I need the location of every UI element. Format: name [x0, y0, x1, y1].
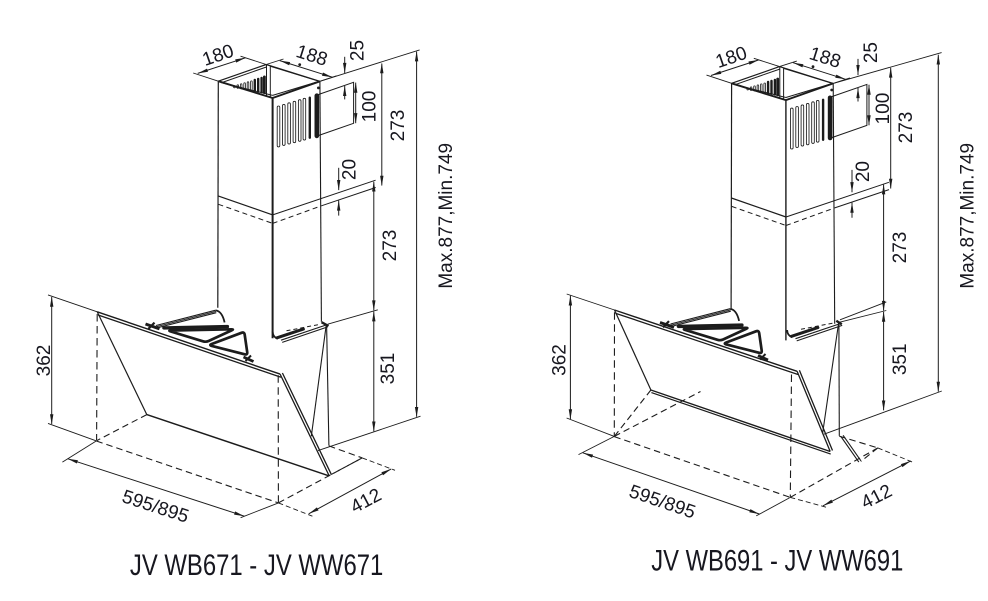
svg-text:100: 100: [873, 93, 894, 125]
svg-text:273: 273: [380, 230, 401, 262]
svg-text:351: 351: [378, 353, 399, 385]
svg-text:25: 25: [348, 40, 369, 61]
svg-text:25: 25: [861, 42, 882, 63]
svg-text:362: 362: [549, 344, 570, 376]
svg-text:Max.877,Min.749: Max.877,Min.749: [957, 143, 978, 289]
svg-text:273: 273: [890, 232, 911, 264]
svg-text:20: 20: [853, 161, 874, 182]
svg-text:362: 362: [34, 345, 55, 377]
svg-text:351: 351: [890, 343, 911, 375]
svg-text:Max.877,Min.749: Max.877,Min.749: [436, 143, 457, 289]
svg-text:273: 273: [896, 112, 917, 144]
svg-text:100: 100: [360, 91, 381, 123]
svg-text:JV WB671 - JV WW671: JV WB671 - JV WW671: [130, 549, 383, 582]
svg-text:JV WB691 - JV WW691: JV WB691 - JV WW691: [651, 545, 903, 578]
svg-text:20: 20: [340, 159, 361, 180]
svg-text:273: 273: [388, 110, 409, 142]
